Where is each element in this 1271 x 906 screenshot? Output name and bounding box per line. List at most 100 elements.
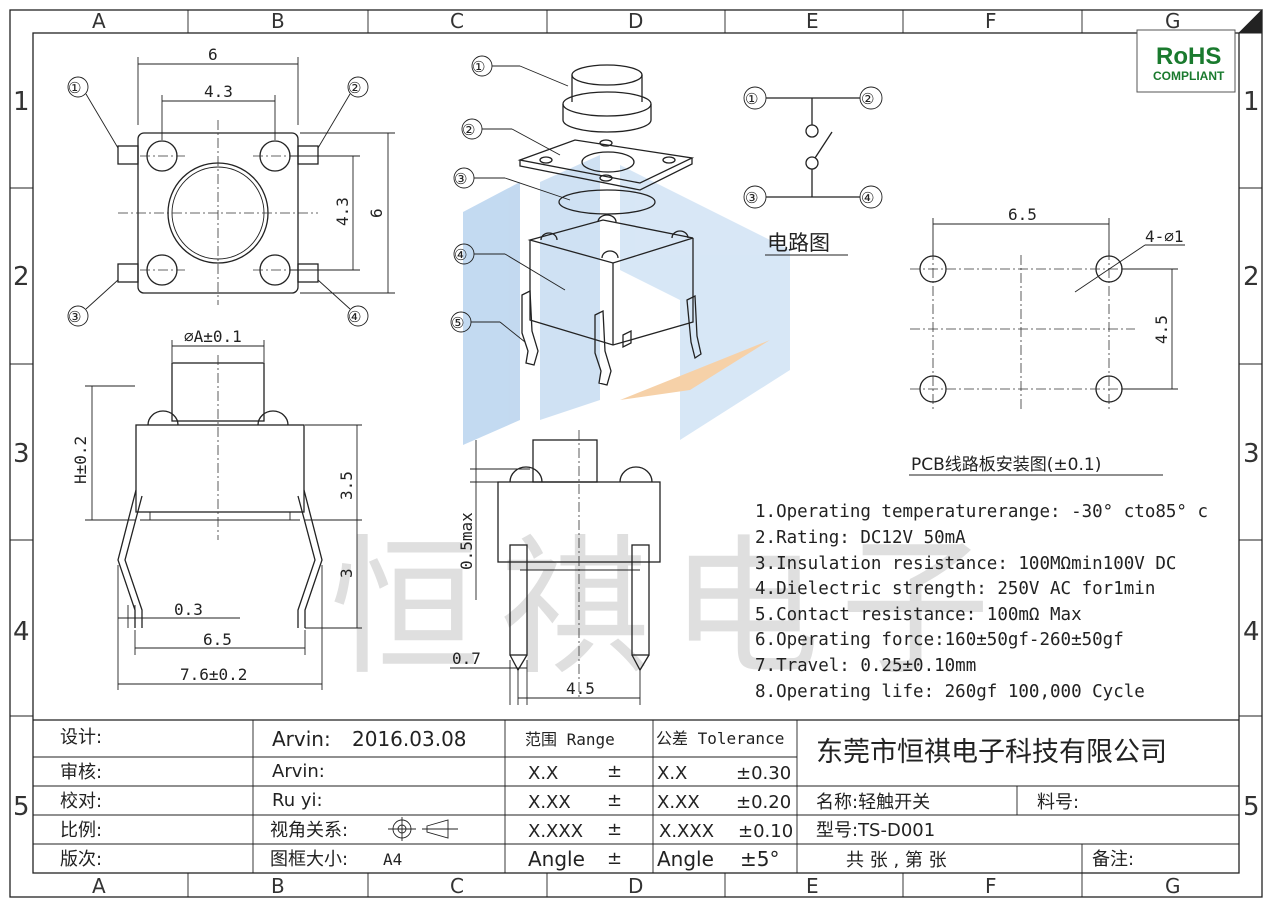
front-view: 0.5max 0.7 4.5 (450, 430, 661, 705)
tb-frame-size-label: 图框大小: (270, 849, 348, 870)
grid-numbers-left: 1 2 3 4 5 (13, 87, 30, 822)
front-dim-pitch: 4.5 (566, 679, 595, 698)
svg-text:E: E (806, 9, 819, 33)
watermark-logo-left (463, 182, 520, 445)
tb-label-proof: 校对: (60, 791, 102, 812)
exploded-callout-3: ③ (454, 170, 467, 188)
tb-range-header: 范围 Range (525, 730, 615, 749)
top-pin-1: ① (68, 79, 81, 97)
watermark-logo-orange (620, 340, 770, 400)
svg-text:3: 3 (1243, 439, 1260, 469)
tb-label-design: 设计: (60, 727, 102, 748)
tb-tol-2-key: X.XX (657, 792, 700, 813)
spec-6: 6.Operating force:160±50gf-260±50gf (755, 630, 1124, 650)
top-dim-pitch: 4.3 (204, 82, 233, 101)
tb-part: 料号: (1037, 792, 1079, 813)
tb-tol-1-val: ±0.30 (736, 763, 791, 784)
projection-symbol-icon (388, 817, 458, 841)
svg-text:2: 2 (1243, 262, 1260, 292)
tb-view-relation: 视角关系: (270, 820, 348, 841)
circuit-pin-2: ② (861, 90, 874, 108)
spec-4: 4.Dielectric strength: 250V AC for1min (755, 579, 1155, 599)
svg-text:F: F (985, 9, 997, 33)
top-dim-height: 6 (367, 208, 386, 218)
top-dim-pitch-v: 4.3 (333, 197, 352, 226)
tb-model: 型号:TS-D001 (816, 820, 935, 841)
tb-frame-size: A4 (383, 850, 402, 869)
tb-range-2-sign: ± (607, 790, 622, 811)
exploded-callout-1: ① (472, 58, 485, 76)
side-dim-pin-thk: 0.3 (174, 600, 203, 619)
tb-range-3-sign: ± (607, 819, 622, 840)
circuit-pin-1: ① (745, 90, 758, 108)
tb-range-2: X.XX (528, 792, 571, 813)
top-pin-3: ③ (68, 308, 81, 326)
grid-letters-top: A B C D E F G (92, 9, 1181, 33)
rohs-badge: RoHS COMPLIANT (1136, 29, 1236, 93)
svg-text:1: 1 (1243, 87, 1260, 117)
rohs-title: RoHS (1156, 43, 1221, 70)
svg-text:F: F (985, 874, 997, 898)
tb-proofer: Ru yi: (272, 790, 323, 811)
circuit-diagram: ① ② ③ ④ 电路图 (743, 86, 883, 256)
svg-text:A: A (92, 874, 106, 898)
grid-numbers-right: 1 2 3 4 5 (1243, 87, 1260, 822)
tb-sheet: 共 张 , 第 张 (846, 850, 947, 871)
outer-frame (9, 9, 1263, 898)
tb-label-version: 版次: (60, 849, 102, 870)
tb-design-date: 2016.03.08 (352, 727, 467, 751)
circuit-pin-3: ③ (745, 189, 758, 207)
svg-text:4: 4 (13, 617, 30, 647)
grid-letters-bottom: A B C D E F G (92, 874, 1181, 898)
spec-list: 1.Operating temperaturerange: -30° cto85… (755, 502, 1208, 702)
pcb-layout: 6.5 4.5 4-⌀1 PCB线路板安装图(±0.1) (909, 205, 1185, 476)
side-dim-height: H±0.2 (71, 436, 90, 484)
front-dim-max: 0.5max (457, 512, 476, 570)
side-dim-leg: 3 (337, 568, 356, 578)
svg-text:B: B (271, 9, 285, 33)
spec-3: 3.Insulation resistance: 100MΩmin100V DC (755, 554, 1176, 574)
tb-range-1: X.X (528, 763, 558, 784)
rohs-subtitle: COMPLIANT (1153, 69, 1225, 83)
top-pin-2: ② (348, 79, 361, 97)
tb-checker: Arvin: (272, 761, 325, 782)
tb-designer: Arvin: (272, 727, 331, 751)
svg-text:D: D (628, 9, 643, 33)
circuit-pin-4: ④ (861, 189, 874, 207)
svg-text:1: 1 (13, 87, 30, 117)
top-dim-width: 6 (208, 45, 218, 64)
svg-text:3: 3 (13, 439, 30, 469)
tb-tol-4-key: Angle (657, 847, 714, 871)
tb-tol-3-key: X.XXX (659, 821, 714, 842)
tb-name: 名称:轻触开关 (816, 792, 930, 813)
svg-text:G: G (1165, 9, 1181, 33)
spec-8: 8.Operating life: 260gf 100,000 Cycle (755, 682, 1145, 702)
spec-5: 5.Contact resistance: 100mΩ Max (755, 605, 1082, 625)
tb-company: 东莞市恒祺电子科技有限公司 (816, 737, 1167, 768)
svg-text:5: 5 (13, 792, 30, 822)
pcb-holes: 4-⌀1 (1145, 227, 1184, 246)
top-view: 6 4.3 4.3 6 ① ② ③ ④ (67, 45, 395, 327)
circuit-label: 电路图 (767, 231, 830, 255)
grid-ticks (10, 8, 1263, 897)
exploded-callout-4: ④ (454, 246, 467, 264)
svg-text:C: C (450, 874, 464, 898)
watermark-logo-right (620, 165, 790, 440)
svg-text:A: A (92, 9, 106, 33)
svg-text:E: E (806, 874, 819, 898)
svg-text:2: 2 (13, 262, 30, 292)
pcb-dim-x: 6.5 (1008, 205, 1037, 224)
tb-range-4-sign: ± (607, 848, 622, 869)
tb-tol-4-val: ±5° (740, 847, 779, 871)
svg-text:4: 4 (1243, 617, 1260, 647)
tb-label-scale: 比例: (60, 820, 102, 841)
spec-7: 7.Travel: 0.25±0.10mm (755, 656, 976, 676)
tb-tol-2-val: ±0.20 (736, 792, 791, 813)
top-pin-4: ④ (348, 308, 361, 326)
pcb-label: PCB线路板安装图(±0.1) (911, 455, 1101, 475)
pcb-dim-y: 4.5 (1152, 315, 1171, 344)
tb-remark: 备注: (1092, 849, 1134, 870)
watermark-logo-mid (540, 155, 600, 420)
spec-2: 2.Rating: DC12V 50mA (755, 528, 966, 548)
